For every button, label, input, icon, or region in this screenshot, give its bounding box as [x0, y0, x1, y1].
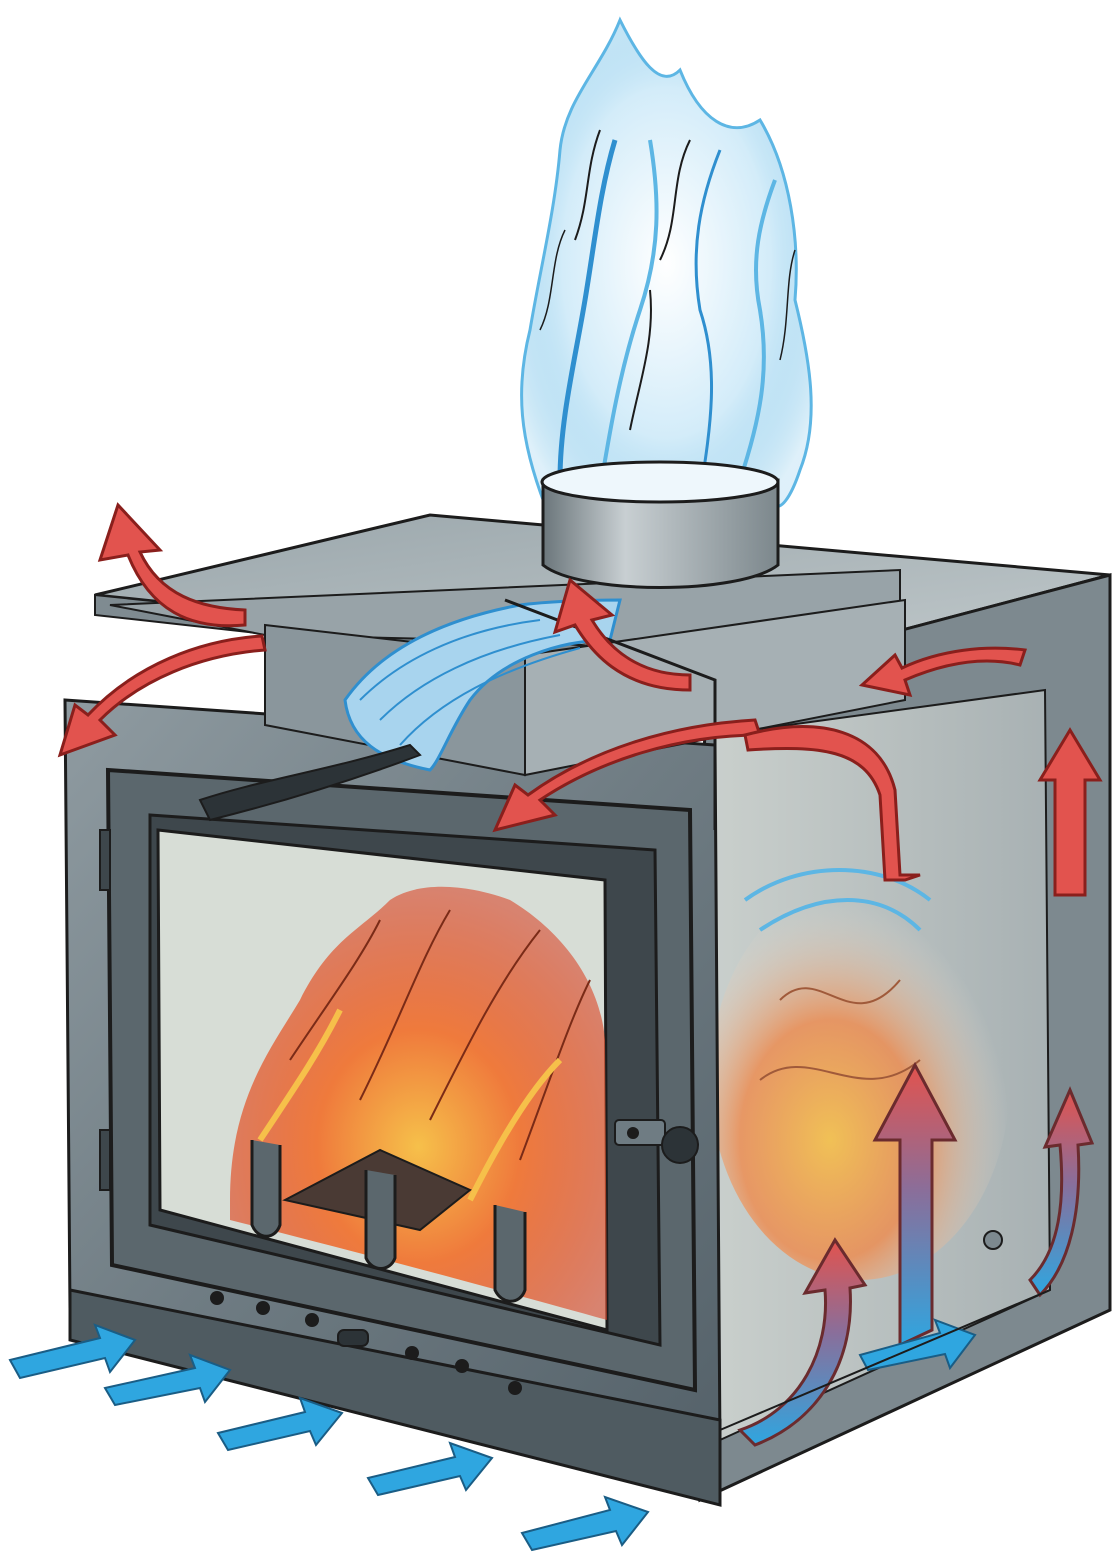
- smoke-plume-icon: [522, 20, 812, 506]
- side-fire-glow: [710, 880, 1010, 1280]
- flue-pipe: [542, 462, 778, 588]
- air-slider-icon: [338, 1330, 368, 1346]
